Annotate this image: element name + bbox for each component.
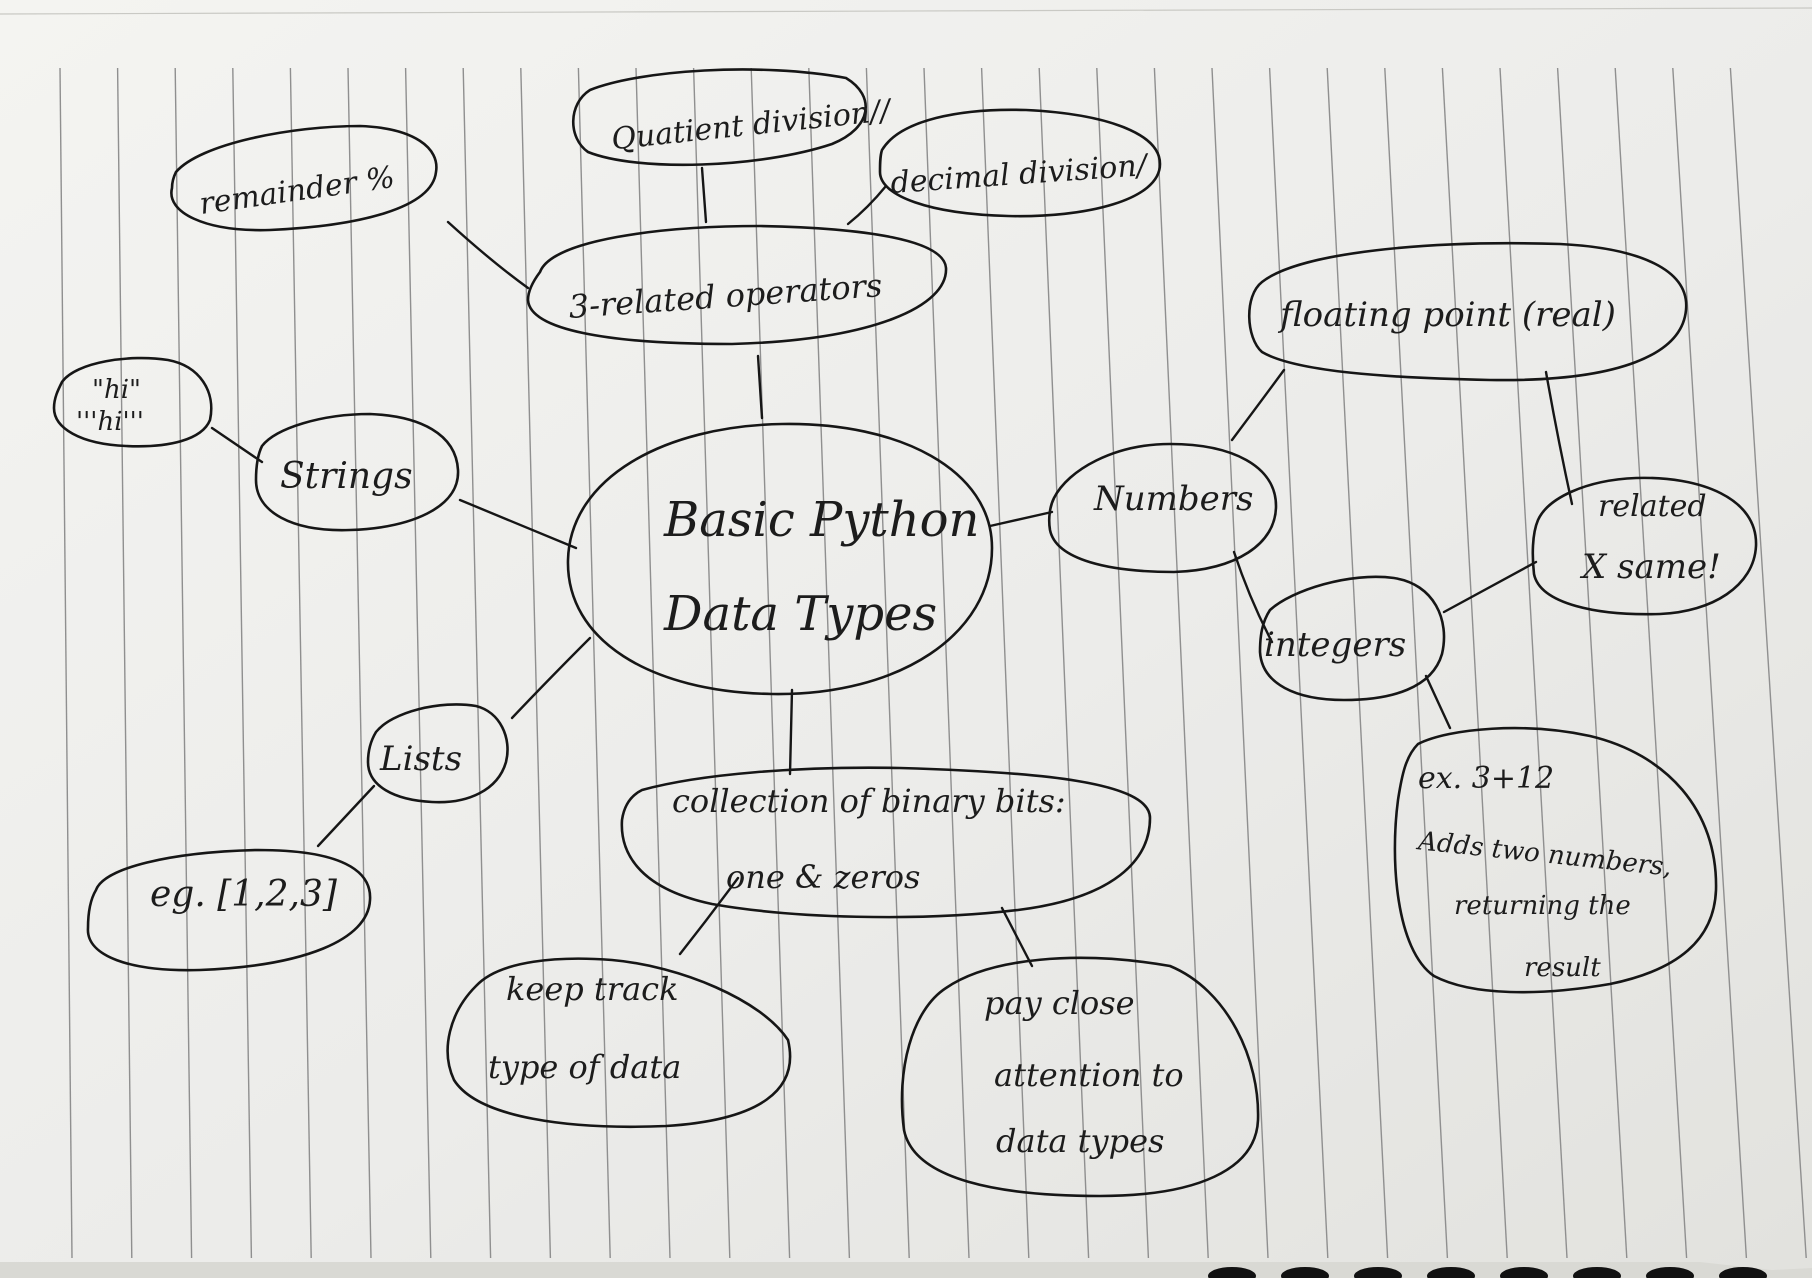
payattention-line-2: attention to — [994, 1056, 1184, 1094]
numbers-label: Numbers — [1093, 479, 1253, 519]
link-collection-keeptrack — [678, 876, 740, 956]
link-integers-example — [1424, 674, 1452, 730]
ruled-line — [1614, 67, 1688, 1259]
ruled-line — [923, 67, 970, 1259]
link-center-numbers — [988, 510, 1054, 528]
floating-label: floating point (real) — [1277, 295, 1616, 335]
payattention-line-1: pay close — [984, 984, 1135, 1022]
ruled-line — [404, 67, 432, 1259]
bubble-decimal — [878, 108, 1162, 218]
keeptrack-line-1: keep track — [506, 970, 678, 1008]
ruled-line — [1096, 67, 1150, 1259]
bubble-strings — [254, 412, 460, 532]
bubble-quotient — [571, 68, 867, 167]
ruled-line — [1441, 67, 1508, 1259]
center-line-1: Basic Python — [663, 492, 979, 548]
link-lists-example — [316, 784, 376, 848]
hi-line-2: '''hi''' — [76, 407, 144, 437]
bubble-numbers — [1047, 442, 1278, 574]
ruled-line — [1729, 67, 1807, 1259]
ruled-line — [1556, 67, 1628, 1259]
ruled-lines — [59, 67, 1807, 1259]
collection-line-2: one & zeros — [726, 858, 920, 896]
binding-holes — [1208, 1267, 1767, 1278]
collection-line-1: collection of binary bits: — [672, 782, 1066, 820]
bubble-int-example — [1393, 726, 1718, 994]
integers-label: integers — [1264, 625, 1406, 665]
bubble-keeptrack — [446, 957, 792, 1129]
int-example-line-1: ex. 3+12 — [1418, 761, 1554, 796]
ruled-line — [520, 67, 552, 1259]
ruled-line — [232, 67, 253, 1259]
bubble-related — [1531, 476, 1758, 616]
lists-example-label: eg. [1,2,3] — [150, 874, 338, 915]
ruled-line — [116, 67, 133, 1259]
bubble-operators — [526, 224, 948, 346]
bubble-lists-example — [86, 848, 372, 972]
paper-top-edge — [0, 7, 1812, 15]
ruled-line — [1499, 67, 1568, 1259]
ruled-line — [750, 67, 791, 1259]
payattention-line-3: data types — [996, 1122, 1164, 1160]
link-center-strings — [458, 498, 578, 550]
ruled-line — [1153, 67, 1209, 1259]
bubble-remainder — [170, 124, 438, 232]
link-center-collection — [788, 688, 794, 776]
ruled-line — [289, 67, 312, 1259]
bubbles — [52, 68, 1758, 1198]
keeptrack-line-2: type of data — [488, 1048, 681, 1086]
link-numbers-floating — [1230, 368, 1286, 442]
int-example-line-3: returning the — [1454, 891, 1631, 921]
hi-line-1: "hi" — [92, 375, 141, 405]
ruled-line — [577, 67, 611, 1259]
ruled-line — [635, 67, 671, 1259]
int-example-line-4: result — [1524, 953, 1601, 983]
link-strings-hi — [210, 426, 264, 464]
link-center-operators — [756, 354, 764, 420]
bubble-collection — [620, 766, 1152, 919]
link-operators-quotient — [700, 166, 708, 224]
link-numbers-integers — [1232, 550, 1274, 644]
link-floating-related — [1544, 370, 1574, 506]
ruled-line — [692, 67, 731, 1259]
ruled-line — [1326, 67, 1389, 1259]
related-line-2: X same! — [1579, 547, 1721, 587]
ruled-line — [865, 67, 910, 1259]
ruled-line — [462, 67, 492, 1259]
ruled-line — [347, 67, 372, 1259]
connectors — [210, 166, 1574, 968]
link-center-lists — [510, 636, 592, 720]
ruled-line — [59, 67, 73, 1259]
ruled-line — [1038, 67, 1090, 1259]
bubble-floating — [1247, 241, 1688, 382]
bubble-hi — [52, 356, 213, 448]
ruled-line — [980, 67, 1030, 1259]
strings-label: Strings — [280, 456, 413, 497]
center-line-2: Data Types — [663, 586, 937, 642]
ruled-line — [174, 67, 193, 1259]
ruled-line — [1384, 67, 1449, 1259]
ruled-line — [808, 67, 851, 1259]
link-integers-related — [1442, 560, 1538, 614]
ruled-line — [1211, 67, 1269, 1259]
link-collection-payattention — [1000, 906, 1034, 968]
ruled-line — [1672, 67, 1748, 1259]
ruled-line — [1268, 67, 1329, 1259]
link-operators-decimal — [846, 184, 888, 226]
link-operators-remainder — [446, 220, 530, 290]
bubble-center — [566, 422, 994, 696]
lists-label: Lists — [379, 739, 462, 779]
bubble-payattention — [900, 956, 1260, 1198]
bubble-integers — [1258, 575, 1446, 702]
related-line-1: related — [1598, 489, 1707, 524]
bubble-lists — [366, 703, 509, 804]
